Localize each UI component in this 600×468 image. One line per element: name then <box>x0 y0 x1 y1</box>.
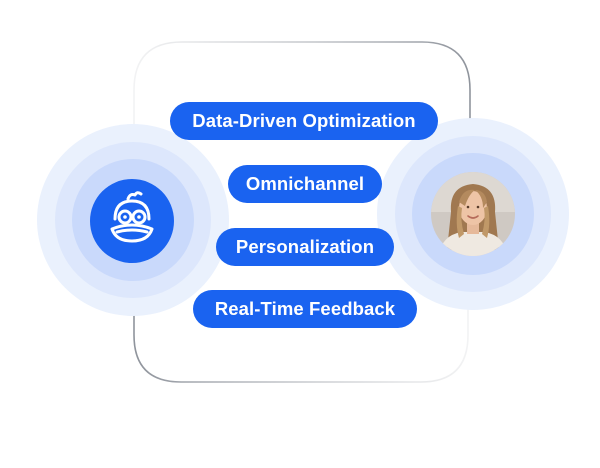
bottom-loop-arrow <box>133 288 469 383</box>
duck-bot-icon <box>110 191 154 243</box>
customer-avatar <box>431 172 515 256</box>
pill-real-time-feedback: Real-Time Feedback <box>193 290 417 328</box>
top-loop-arrow <box>133 41 471 150</box>
bot-badge <box>90 179 174 263</box>
pill-personalization: Personalization <box>216 228 394 266</box>
pill-omnichannel: Omnichannel <box>228 165 382 203</box>
pill-data-driven-optimization: Data-Driven Optimization <box>170 102 438 140</box>
